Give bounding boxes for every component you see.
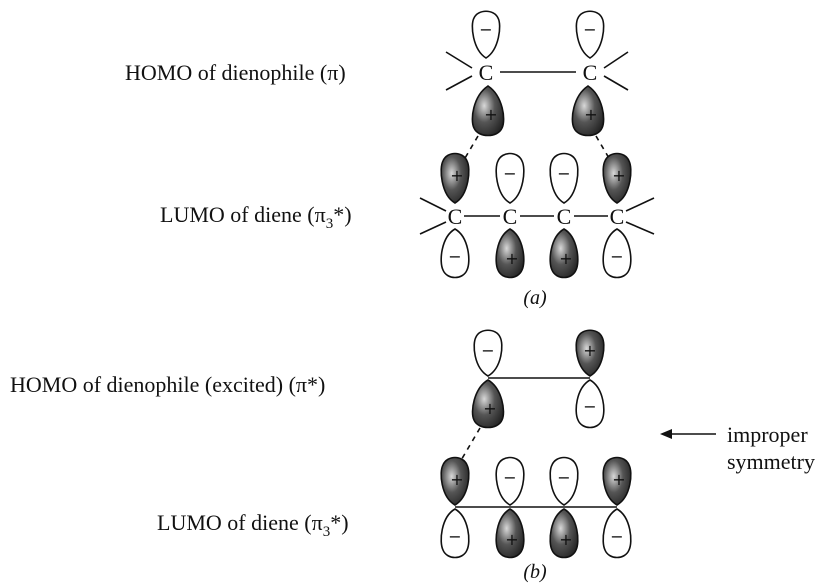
- panel-b-lumo-label: LUMO of diene (π3*): [157, 510, 349, 540]
- minus-sign: −: [557, 164, 570, 183]
- orbital-lobe-negative: [495, 152, 525, 204]
- plus-sign: +: [583, 341, 596, 360]
- dienophile-pi-orbitals: C C − − + +: [445, 10, 629, 137]
- orbital-lobe-negative: [575, 10, 605, 59]
- plus-sign: +: [612, 166, 625, 185]
- dienophile-pi-star-orbitals: − + + −: [471, 329, 605, 429]
- orbital-lobe-negative: [440, 228, 470, 279]
- orbital-lobe-positive: [549, 228, 579, 279]
- plus-sign: +: [559, 530, 572, 549]
- improper-symmetry-note: improper symmetry: [660, 422, 815, 474]
- carbon-atom: C: [448, 204, 463, 229]
- substituent-bond: [625, 221, 655, 235]
- orbital-lobe-negative: [495, 456, 525, 506]
- orbital-lobe-positive: [549, 508, 579, 559]
- orbital-lobe-negative: [575, 379, 605, 429]
- orbital-lobe-negative: [549, 456, 579, 506]
- substituent-bond: [419, 221, 447, 235]
- panel-a-caption: (a): [523, 287, 547, 309]
- panel-b: HOMO of dienophile (excited) (π*) LUMO o…: [10, 329, 815, 583]
- minus-sign: −: [583, 20, 596, 39]
- minus-sign: −: [610, 247, 623, 266]
- orbital-lobe-positive: [571, 85, 605, 137]
- minus-sign: −: [610, 527, 623, 546]
- substituent-bond: [603, 75, 629, 91]
- carbon-atom: C: [479, 60, 494, 85]
- plus-sign: +: [450, 470, 463, 489]
- orbital-lobe-positive: [471, 85, 505, 137]
- note-line-1: improper: [727, 422, 808, 447]
- plus-sign: +: [484, 105, 497, 124]
- substituent-bond: [445, 51, 473, 69]
- orbital-lobe-positive: [440, 456, 470, 506]
- carbon-atom: C: [503, 204, 518, 229]
- plus-sign: +: [450, 166, 463, 185]
- carbon-atom: C: [557, 204, 572, 229]
- orbital-lobe-positive: [471, 379, 505, 429]
- minus-sign: −: [557, 468, 570, 487]
- diene-pi3-star-orbitals: C C C C + − − + − + + −: [419, 152, 655, 279]
- plus-sign: +: [559, 249, 572, 268]
- substituent-bond: [419, 197, 447, 212]
- orbital-lobe-positive: [495, 228, 525, 279]
- minus-sign: −: [583, 397, 596, 416]
- minus-sign: −: [448, 527, 461, 546]
- orbital-lobe-positive: [575, 329, 605, 377]
- substituent-bond: [445, 75, 473, 91]
- plus-sign: +: [505, 249, 518, 268]
- minus-sign: −: [481, 341, 494, 360]
- left-arrow-icon: [660, 429, 672, 439]
- orbital-lobe-negative: [602, 508, 632, 559]
- minus-sign: −: [479, 20, 492, 39]
- panel-a-lumo-label: LUMO of diene (π3*): [160, 202, 352, 232]
- minus-sign: −: [448, 247, 461, 266]
- orbital-lobe-positive: [495, 508, 525, 559]
- note-line-2: symmetry: [727, 449, 815, 474]
- panel-a: HOMO of dienophile (π) LUMO of diene (π3…: [125, 10, 655, 309]
- panel-a-homo-label: HOMO of dienophile (π): [125, 60, 346, 85]
- overlap-dashed-line: [459, 427, 481, 463]
- orbital-lobe-negative: [473, 329, 503, 377]
- orbital-lobe-negative: [602, 228, 632, 279]
- substituent-bond: [625, 197, 655, 212]
- substituent-bond: [603, 51, 629, 69]
- orbital-lobe-negative: [440, 508, 470, 559]
- orbital-lobe-positive: [602, 152, 632, 204]
- minus-sign: −: [503, 164, 516, 183]
- panel-b-caption: (b): [523, 561, 547, 583]
- diene-pi3-star-orbitals-b: + − − + − + + −: [440, 456, 632, 559]
- plus-sign: +: [584, 105, 597, 124]
- orbital-lobe-positive: [602, 456, 632, 506]
- carbon-atom: C: [610, 204, 625, 229]
- orbital-lobe-negative: [549, 152, 579, 204]
- plus-sign: +: [612, 470, 625, 489]
- plus-sign: +: [505, 530, 518, 549]
- carbon-atom: C: [583, 60, 598, 85]
- orbital-lobe-positive: [440, 152, 470, 204]
- minus-sign: −: [503, 468, 516, 487]
- plus-sign: +: [483, 399, 496, 418]
- panel-b-homo-label: HOMO of dienophile (excited) (π*): [10, 372, 325, 397]
- orbital-lobe-negative: [471, 10, 501, 59]
